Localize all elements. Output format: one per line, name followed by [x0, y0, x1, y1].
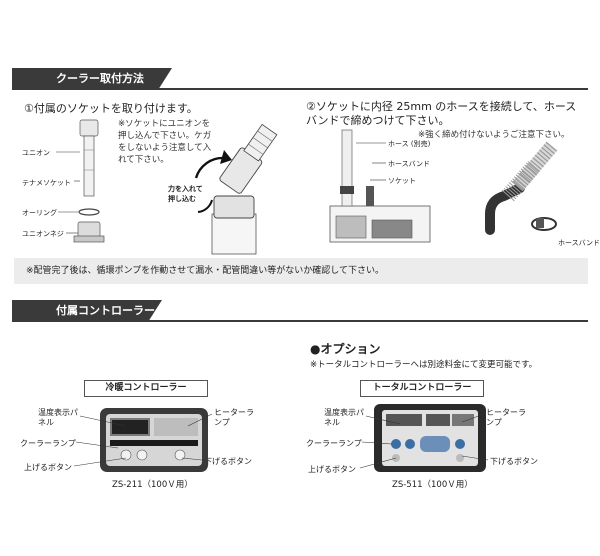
label-hose-band: ホースバンド	[388, 160, 430, 168]
left-label-cooler-lamp: クーラーランプ	[20, 439, 76, 448]
controller-right-model: ZS-511（100Ｖ用）	[392, 480, 473, 490]
right-label-down-button: 下げるボタン	[490, 457, 538, 466]
section-rule	[12, 88, 588, 90]
step2-title: ②ソケットに内径 25mm のホースを接続して、ホースバンドで締めつけて下さい。	[306, 100, 577, 127]
right-label-up-button: 上げるボタン	[308, 465, 356, 474]
right-label-heater-lamp: ヒーターランプ	[486, 408, 526, 427]
left-label-temp-panel: 温度表示パネル	[38, 408, 78, 427]
controller-left-title: 冷暖コントローラー	[84, 380, 208, 397]
label-push-hard: 力を入れて押し込む	[168, 185, 203, 203]
left-label-up-button: 上げるボタン	[24, 463, 72, 472]
section-title-mount: クーラー取付方法	[12, 68, 172, 90]
label-hose: ホース (別売)	[388, 140, 431, 148]
option-note: ※トータルコントローラーへは別途料金にて変更可能です。	[310, 360, 538, 370]
step1-note: ※ソケットにユニオンを押し込んで下さい。ケガをしないよう注意して入れて下さい。	[118, 119, 212, 165]
left-label-heater-lamp: ヒーターランプ	[214, 408, 254, 427]
label-tename-socket: テナメソケット	[22, 179, 71, 187]
controller-left-model: ZS-211（100Ｖ用）	[112, 480, 193, 490]
right-label-temp-panel: 温度表示パネル	[324, 408, 364, 427]
controller-right-device	[374, 404, 486, 472]
left-label-down-button: 下げるボタン	[204, 457, 252, 466]
controller-left-device	[100, 408, 208, 472]
section-rule	[12, 320, 588, 322]
label-union-screw: ユニオンネジ	[22, 230, 64, 238]
section-header-controller: 付属コントローラー	[12, 300, 588, 322]
section-title-controller: 付属コントローラー	[12, 300, 162, 322]
label-hose-band-detail: ホースバンド	[558, 239, 600, 247]
label-union: ユニオン	[22, 149, 50, 157]
section-header-mount: クーラー取付方法	[12, 68, 588, 90]
label-socket: ソケット	[388, 177, 416, 185]
right-label-cooler-lamp: クーラーランプ	[306, 439, 362, 448]
step1-title: ①付属のソケットを取り付けます。	[24, 102, 198, 115]
controller-right-title: トータルコントローラー	[360, 380, 484, 397]
step2-note: ※強く締め付けないようご注意下さい。	[418, 130, 570, 140]
option-heading: ●オプション	[310, 342, 381, 356]
confirm-note: ※配管完了後は、循環ポンプを作動させて漏水・配管間違い等がないか確認して下さい。	[14, 258, 588, 284]
label-oring: オーリング	[22, 209, 57, 217]
